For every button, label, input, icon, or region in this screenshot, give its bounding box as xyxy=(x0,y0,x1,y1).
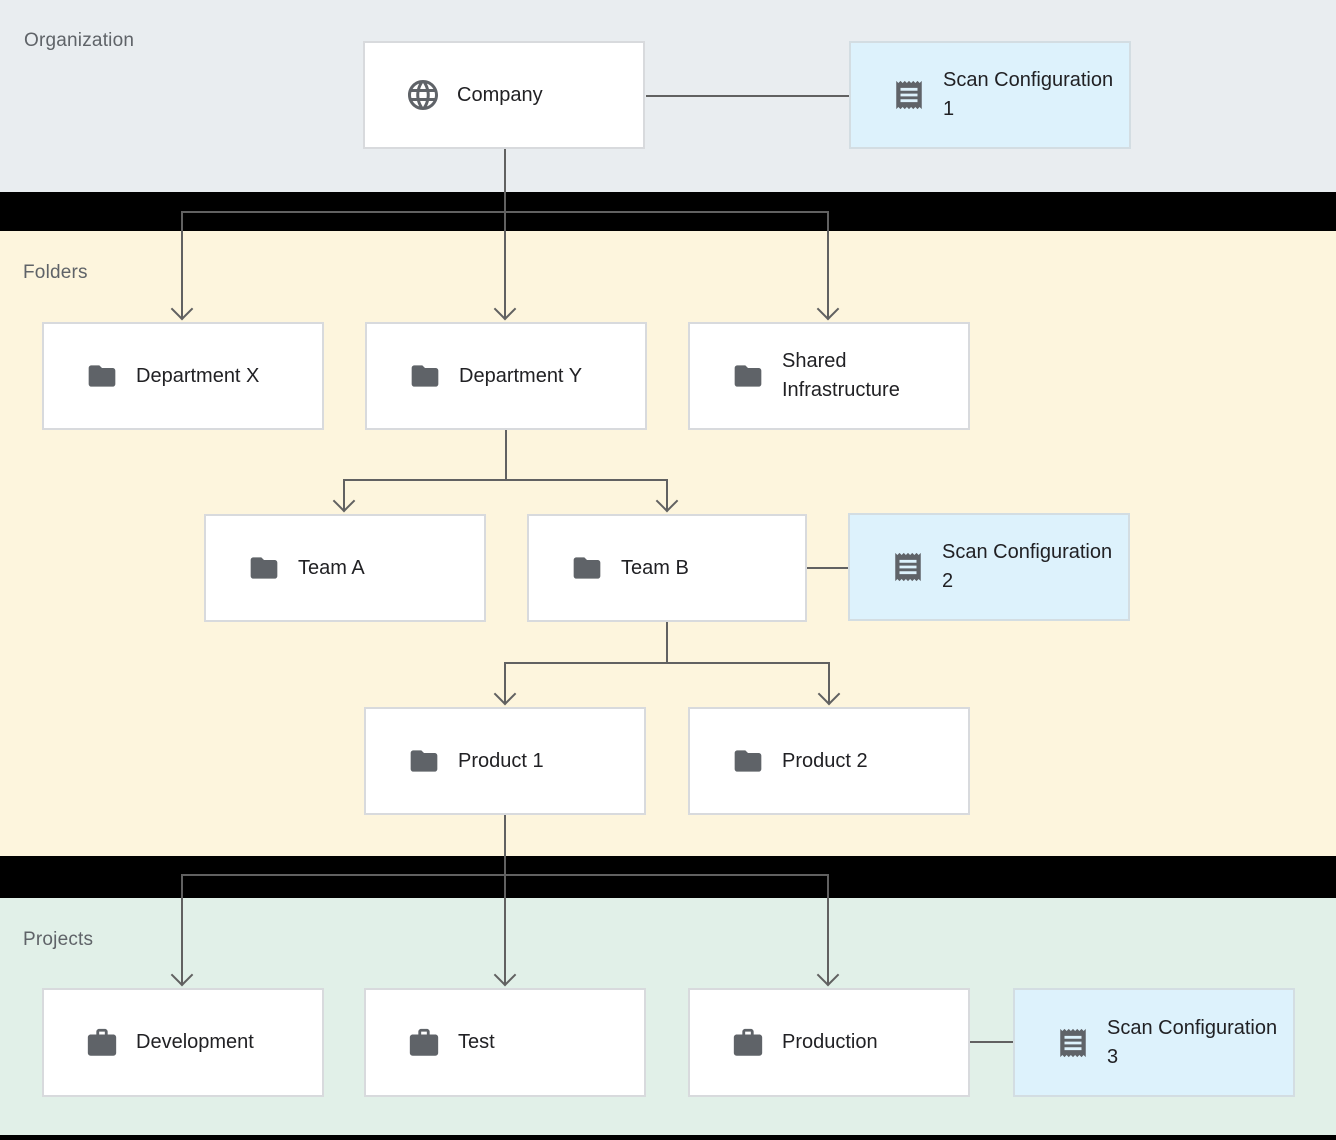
connector-drop-product-1 xyxy=(504,662,506,703)
connector-drop-team-b xyxy=(666,479,668,510)
connector-drop-production xyxy=(827,874,829,984)
receipt-icon xyxy=(891,73,927,117)
connector-drop-product-2 xyxy=(828,662,830,703)
node-product-1: Product 1 xyxy=(364,707,646,815)
node-label: Department Y xyxy=(459,364,583,387)
node-scan-configuration-2: Scan Configuration 2 xyxy=(848,513,1130,621)
node-label: Team A xyxy=(298,556,365,579)
globe-icon xyxy=(405,73,441,117)
briefcase-icon xyxy=(84,1021,120,1065)
node-scan-configuration-1: Scan Configuration 1 xyxy=(849,41,1131,149)
folder-icon xyxy=(407,354,443,398)
node-label: Development xyxy=(136,1031,254,1053)
folder-icon xyxy=(84,354,120,398)
connector-production-scan3 xyxy=(970,1041,1013,1043)
node-label: Product 2 xyxy=(782,749,868,772)
folder-icon xyxy=(246,546,282,590)
node-shared-infrastructure: Shared Infrastructure xyxy=(688,322,970,430)
node-label: Department X xyxy=(136,364,260,387)
node-label: Scan Configuration 1 xyxy=(943,69,1114,120)
folder-icon xyxy=(730,354,766,398)
receipt-icon xyxy=(890,545,926,589)
folder-icon xyxy=(406,739,442,783)
node-scan-configuration-3: Scan Configuration 3 xyxy=(1013,988,1295,1097)
folders-band-label: Folders xyxy=(23,262,88,283)
folder-icon xyxy=(569,546,605,590)
node-test: Test xyxy=(364,988,646,1097)
briefcase-icon xyxy=(730,1021,766,1065)
node-label: Team B xyxy=(621,556,689,579)
briefcase-icon xyxy=(406,1021,442,1065)
connector-drop-department-x xyxy=(181,211,183,318)
node-team-a: Team A xyxy=(204,514,486,622)
node-label: Scan Configuration 2 xyxy=(942,541,1113,592)
connector-department-y-stem xyxy=(505,429,507,480)
connector-product-1-stem xyxy=(504,815,506,984)
node-department-x: Department X xyxy=(42,322,324,430)
node-label: Product 1 xyxy=(458,749,544,772)
projects-band-label: Projects xyxy=(23,929,94,950)
connector-branch-projects xyxy=(181,874,828,876)
node-department-y: Department Y xyxy=(365,322,647,430)
node-production: Production xyxy=(688,988,970,1097)
node-product-2: Product 2 xyxy=(688,707,970,815)
connector-branch-teams xyxy=(343,479,668,481)
node-development: Development xyxy=(42,988,324,1097)
connector-company-scan1 xyxy=(646,95,849,97)
node-label: Production xyxy=(782,1031,878,1053)
connector-branch-products xyxy=(504,662,830,664)
node-company: Company xyxy=(363,41,645,149)
organization-band-label: Organization xyxy=(24,30,135,51)
connector-drop-shared-infrastructure xyxy=(827,211,829,318)
node-label: Shared Infrastructure xyxy=(782,350,900,401)
connector-drop-development xyxy=(181,874,183,984)
node-team-b: Team B xyxy=(527,514,807,622)
node-label: Test xyxy=(458,1031,495,1053)
folder-icon xyxy=(730,739,766,783)
node-label: Company xyxy=(457,83,543,106)
connector-teamb-scan2 xyxy=(807,567,848,569)
connector-drop-team-a xyxy=(343,479,345,510)
connector-company-stem xyxy=(504,148,506,318)
connector-team-b-stem xyxy=(666,622,668,663)
receipt-icon xyxy=(1055,1021,1091,1065)
connector-branch-departments xyxy=(181,211,828,213)
node-label: Scan Configuration 3 xyxy=(1107,1016,1278,1068)
